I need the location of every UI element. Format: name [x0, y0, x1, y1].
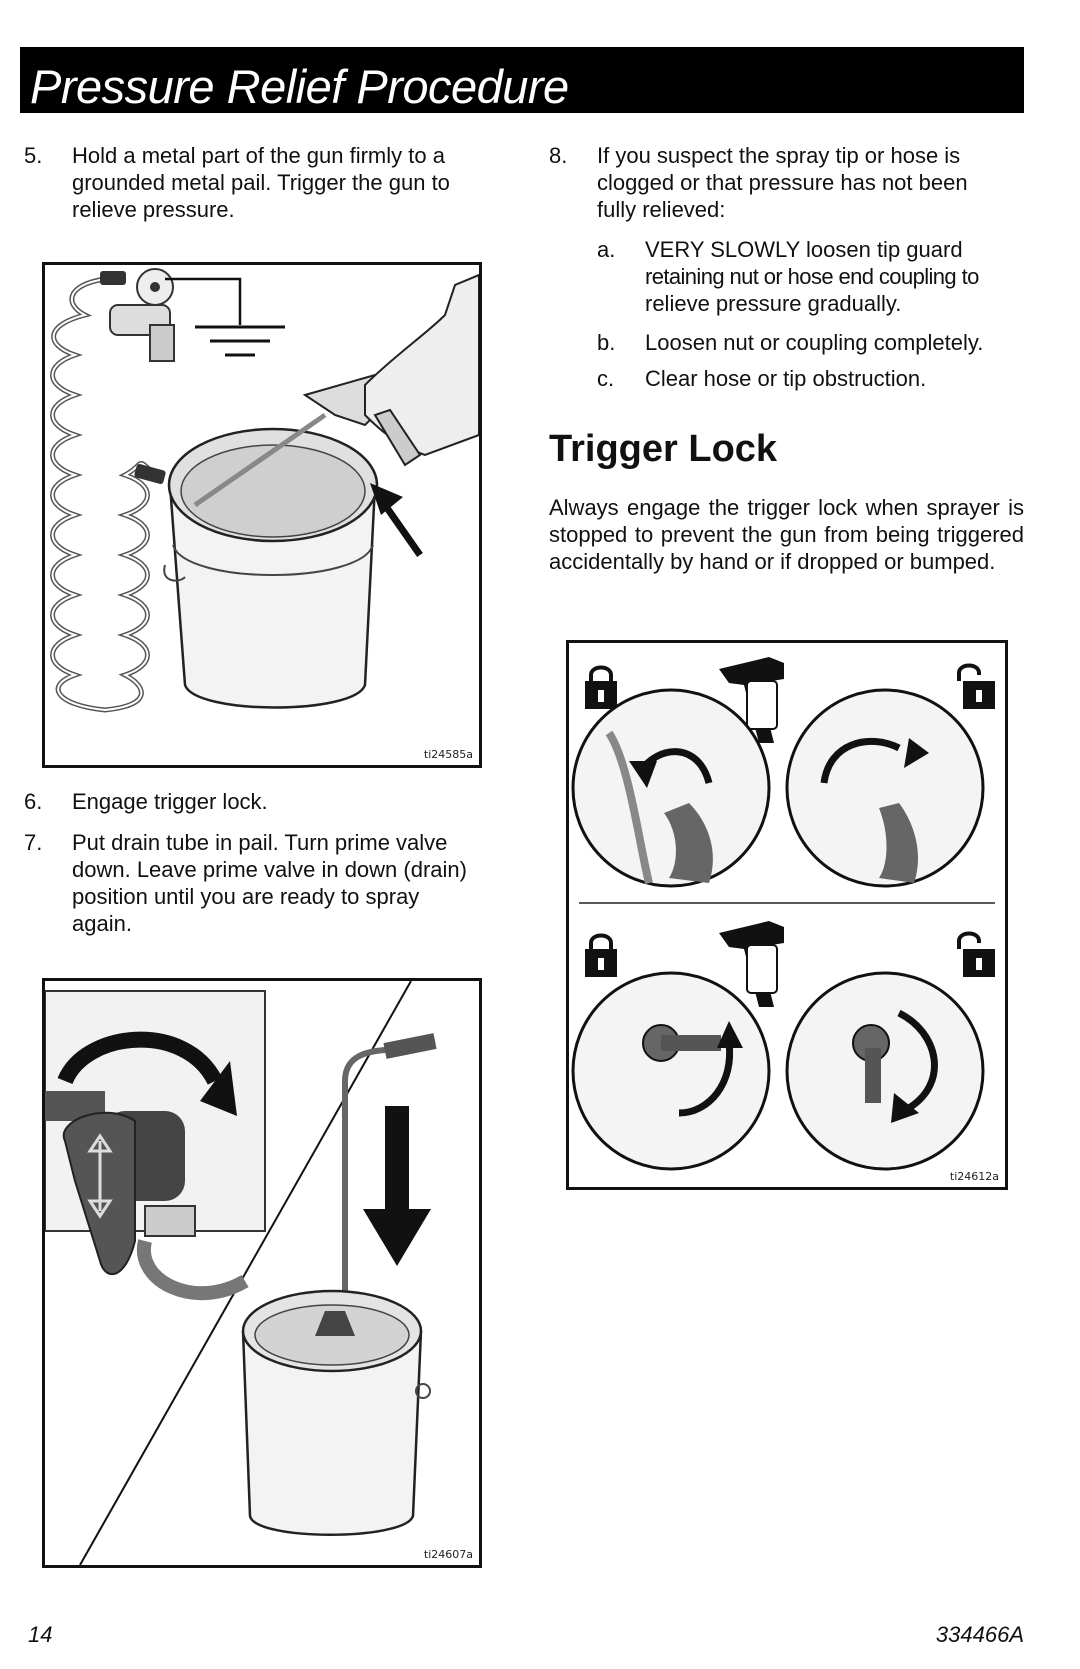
trigger-lock-illustration [571, 657, 997, 1171]
substep-text: Clear hose or tip obstruction. [645, 365, 926, 392]
figure-id: ti24585a [423, 748, 473, 761]
step-line: Engage trigger lock. [72, 789, 268, 814]
step-number: 7. [24, 830, 43, 855]
step-6: 6. Engage trigger lock. [24, 788, 504, 815]
clamp-icon [100, 271, 126, 285]
substep-c: c. Clear hose or tip obstruction. [597, 365, 1024, 392]
substep-letter: b. [597, 330, 616, 355]
figure-grounded-pail: ti24585a [42, 262, 482, 768]
step-number: 5. [24, 143, 43, 168]
substep-line: retaining nut or hose end coupling to [645, 264, 979, 289]
page-title-bar: Pressure Relief Procedure [20, 47, 1024, 113]
step-line: grounded metal pail. Trigger the gun to [72, 170, 450, 195]
step-line: again. [72, 911, 132, 936]
step-8: 8. If you suspect the spray tip or hose … [549, 142, 1024, 223]
step-line: down. Leave prime valve in down (drain) [72, 857, 467, 882]
step-number: 8. [549, 143, 568, 168]
substep-letter: c. [597, 366, 615, 391]
step-7: 7. Put drain tube in pail. Turn prime va… [24, 829, 504, 937]
figure-id: ti24612a [949, 1170, 999, 1183]
substep-b: b. Loosen nut or coupling completely. [597, 329, 1024, 356]
step-line: position until you are ready to spray [72, 884, 420, 909]
step-text: If you suspect the spray tip or hose is … [597, 142, 968, 223]
step-line: Put drain tube in pail. Turn prime valve [72, 830, 448, 855]
locked-icon [583, 665, 619, 711]
step-line: clogged or that pressure has not been [597, 170, 968, 195]
step-text: Engage trigger lock. [72, 788, 268, 815]
substep-line: Clear hose or tip obstruction. [645, 366, 927, 391]
substep-line: relieve pressure gradually. [645, 291, 902, 316]
substep-text: Loosen nut or coupling completely. [645, 329, 983, 356]
step-line: Hold a metal part of the gun firmly to a [72, 143, 445, 168]
step-5: 5. Hold a metal part of the gun firmly t… [24, 142, 504, 223]
step-text: Hold a metal part of the gun firmly to a… [72, 142, 450, 223]
step-line: fully relieved: [597, 197, 726, 222]
substep-line: VERY SLOWLY loosen tip guard [645, 237, 963, 262]
step-line: relieve pressure. [72, 197, 235, 222]
step-line: If you suspect the spray tip or hose is [597, 143, 961, 168]
document-number: 334466A [935, 1622, 1024, 1647]
figure-id: ti24607a [423, 1548, 473, 1561]
prime-valve-illustration [45, 981, 437, 1565]
substep-text: VERY SLOWLY loosen tip guard retaining n… [645, 236, 979, 317]
page-title: Pressure Relief Procedure [30, 60, 569, 113]
page-number: 14 [28, 1622, 53, 1647]
figure-trigger-lock: ti24612a [566, 640, 1008, 1190]
figure-prime-valve-drain: ti24607a [42, 978, 482, 1568]
unlocked-icon [957, 931, 997, 979]
trigger-lock-text: Always engage the trigger lock when spra… [549, 495, 1024, 574]
step-text: Put drain tube in pail. Turn prime valve… [72, 829, 467, 937]
unlocked-icon [957, 663, 997, 711]
section-heading-trigger-lock: Trigger Lock [549, 428, 778, 470]
locked-icon [583, 933, 619, 979]
substep-letter: a. [597, 237, 616, 262]
grounded-pail-illustration [50, 268, 479, 713]
substep-line: Loosen nut or coupling completely. [645, 330, 984, 355]
substep-a: a. VERY SLOWLY loosen tip guard retainin… [597, 236, 1024, 317]
step-number: 6. [24, 789, 43, 814]
